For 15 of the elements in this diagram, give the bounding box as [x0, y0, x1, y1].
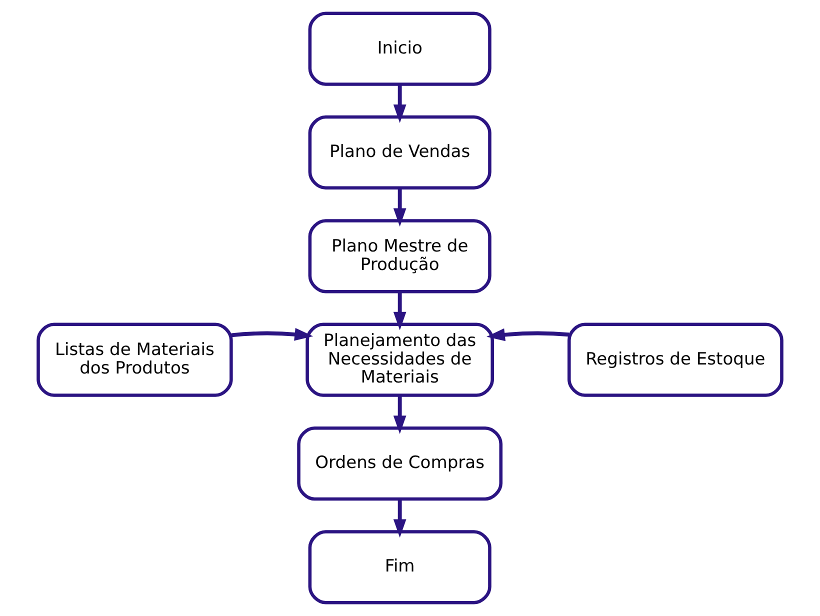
arrow — [393, 292, 406, 330]
node-box: Listas de Materiais dos Produtos — [36, 322, 233, 397]
node-box: Plano Mestre de Produção — [308, 219, 492, 294]
arrow — [393, 84, 406, 123]
node-box: Registros de Estoque — [568, 322, 784, 397]
arrow — [393, 499, 406, 538]
node-box: Planejamento das Necessidades de Materiais — [306, 322, 494, 397]
node-box: Fim — [308, 530, 492, 604]
arrow — [486, 328, 570, 342]
node-box: Plano de Vendas — [308, 115, 492, 190]
arrow — [231, 328, 314, 341]
arrow — [393, 188, 406, 227]
node-box: Ordens de Compras — [297, 426, 503, 501]
node-box: Inicio — [308, 12, 492, 86]
arrow — [393, 395, 406, 434]
